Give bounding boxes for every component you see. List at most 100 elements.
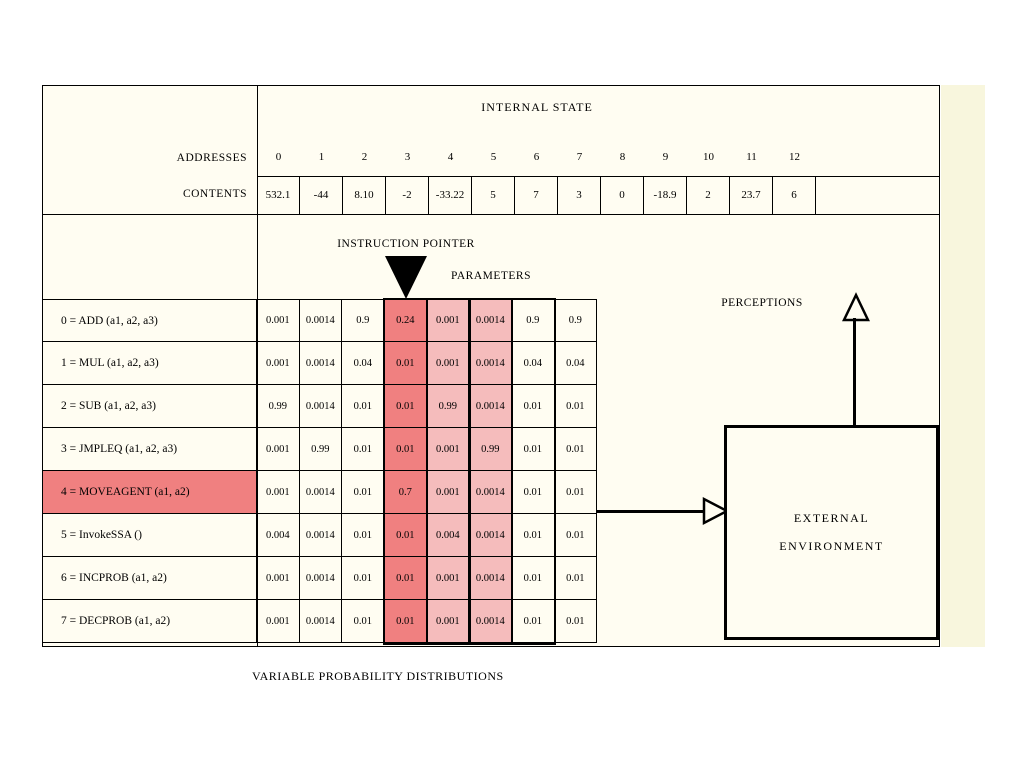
probability-cell: 0.001 [427,428,470,470]
probability-cell: 0.7 [384,471,427,513]
probability-cell: 0.0014 [469,300,512,341]
probability-cell: 0.01 [555,428,597,470]
probability-cell: 0.9 [342,300,385,341]
address-cell: 0 [275,151,282,163]
content-cell: 5 [472,176,515,214]
content-cell: 23.7 [730,176,773,214]
address-cell: 10 [703,151,714,163]
probability-cell: 0.04 [342,342,385,384]
probability-cell: 0.001 [427,557,470,599]
page-edge-tint [941,85,985,647]
content-cell: 2 [687,176,730,214]
external-environment-line2: ENVIRONMENT [779,539,884,553]
probability-cell: 0.0014 [469,385,512,427]
content-cell: -2 [386,176,429,214]
address-cell: 8 [619,151,626,163]
address-cell: 11 [746,151,757,163]
content-cell: 3 [558,176,601,214]
probability-cell: 0.0014 [469,600,512,642]
probability-cell: 0.04 [555,342,597,384]
probability-cell: 0.01 [555,600,597,642]
probability-cell: 0.001 [427,471,470,513]
probability-cell: 0.001 [257,471,300,513]
probability-cell: 0.01 [384,428,427,470]
probability-cell: 0.001 [427,600,470,642]
probability-cell: 0.01 [342,385,385,427]
perception-connector-line [853,318,856,426]
probability-cell: 0.0014 [300,385,342,427]
instruction-label: 7 = DECPROB (a1, a2) [43,600,257,642]
content-cell: -33.22 [429,176,472,214]
probability-cell: 0.99 [427,385,470,427]
probability-cell: 0.01 [384,342,427,384]
probability-cell: 0.01 [342,600,385,642]
address-cell: 12 [789,151,800,163]
instruction-pointer-label: INSTRUCTION POINTER [337,238,475,250]
probability-cell: 0.01 [512,385,555,427]
probability-cell: 0.0014 [469,342,512,384]
probability-cell: 0.99 [469,428,512,470]
probability-cell: 0.004 [427,514,470,556]
instruction-pointer-icon [385,256,427,299]
probability-cell: 0.24 [384,300,427,341]
probability-cell: 0.01 [512,514,555,556]
instruction-label: 6 = INCPROB (a1, a2) [43,557,257,599]
address-cell: 3 [404,151,411,163]
address-cell: 1 [318,151,325,163]
address-cell: 2 [361,151,368,163]
probability-cell: 0.01 [512,557,555,599]
content-cell: 8.10 [343,176,386,214]
internal-state-bottom-line [42,214,940,215]
internal-state-title: INTERNAL STATE [481,100,593,114]
external-environment-line1: EXTERNAL [793,511,870,525]
probability-cell: 0.0014 [469,557,512,599]
probability-cell: 0.01 [342,428,385,470]
probability-cell: 0.0014 [300,300,342,341]
address-cell: 6 [533,151,540,163]
probability-cell: 0.001 [257,557,300,599]
instruction-label: 3 = JMPLEQ (a1, a2, a3) [43,428,257,470]
probability-cell: 0.001 [257,300,300,341]
probability-cell: 0.001 [427,342,470,384]
probability-cell: 0.01 [555,514,597,556]
probability-cell: 0.01 [512,428,555,470]
external-environment-box: EXTERNAL ENVIRONMENT [724,425,939,640]
probability-cell: 0.01 [512,600,555,642]
label-column-divider [257,85,258,647]
content-cell: 7 [515,176,558,214]
probability-cell: 0.01 [384,557,427,599]
probability-cell: 0.01 [555,471,597,513]
instruction-label: 2 = SUB (a1, a2, a3) [43,385,257,427]
probability-cell: 0.001 [427,300,470,341]
probability-cell: 0.04 [512,342,555,384]
content-cell: 532.1 [257,176,300,214]
content-cell: 6 [773,176,816,214]
probability-cell: 0.004 [257,514,300,556]
address-cell: 4 [447,151,454,163]
probability-cell: 0.0014 [300,471,342,513]
address-cell: 5 [490,151,497,163]
perceptions-label: PERCEPTIONS [721,297,803,309]
probability-cell: 0.99 [257,385,300,427]
content-cell: -44 [300,176,343,214]
probability-cell: 0.01 [384,514,427,556]
probability-cell: 0.0014 [300,514,342,556]
address-cell: 7 [576,151,583,163]
probability-cell: 0.01 [342,514,385,556]
probability-cell: 0.001 [257,342,300,384]
figure-caption: VARIABLE PROBABILITY DISTRIBUTIONS [252,669,504,683]
parameters-label: PARAMETERS [451,270,531,282]
addresses-label: ADDRESSES [176,152,247,164]
probability-cell: 0.9 [512,300,555,341]
up-arrow-icon [842,292,870,322]
probability-cell: 0.01 [512,471,555,513]
